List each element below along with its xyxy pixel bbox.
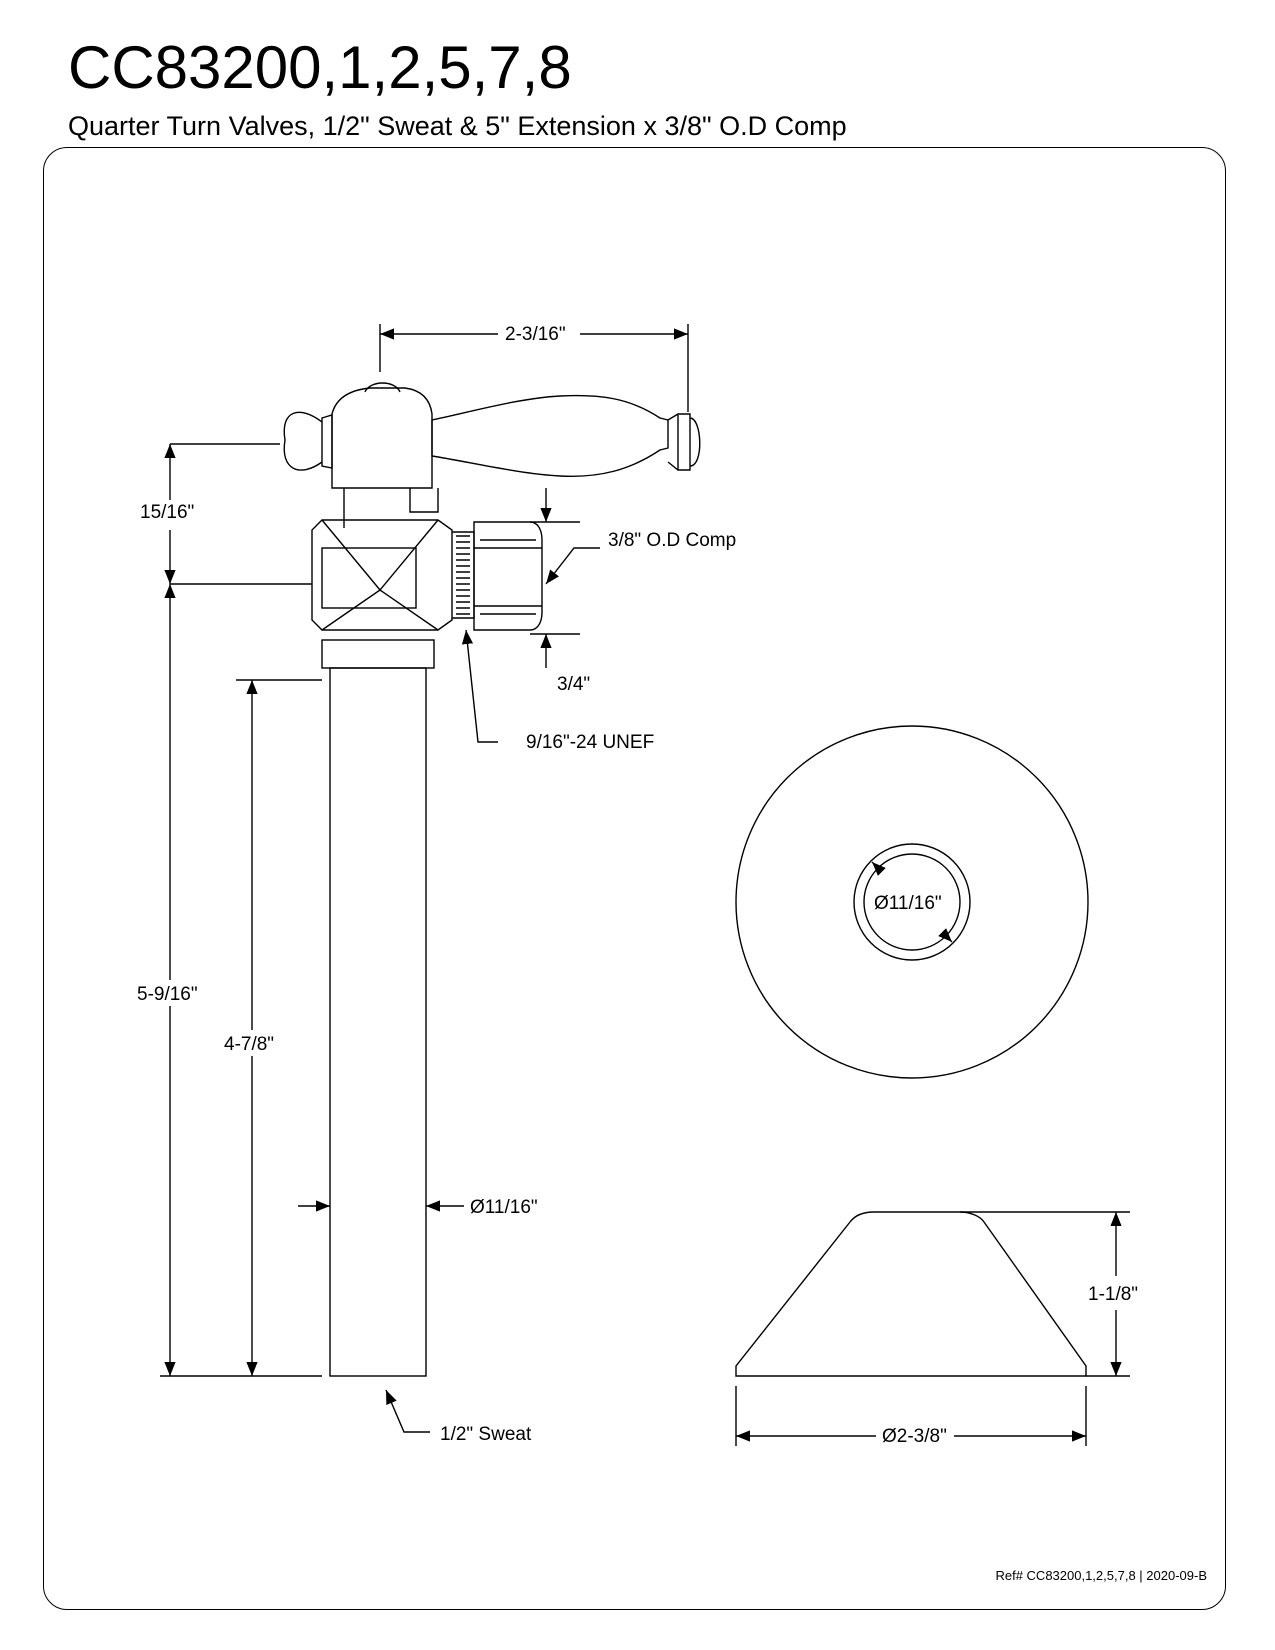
- page-title: CC83200,1,2,5,7,8: [68, 34, 572, 101]
- dim-sweat-label: 1/2" Sweat: [440, 1424, 532, 1445]
- dim-handle-height: 15/16": [140, 502, 194, 523]
- dim-handle-width: 2-3/16": [505, 324, 566, 345]
- dim-flange-outer-diameter: Ø2-3/8": [882, 1426, 947, 1447]
- dim-pipe-diameter: Ø11/16": [470, 1197, 538, 1218]
- page-subtitle: Quarter Turn Valves, 1/2" Sweat & 5" Ext…: [68, 111, 847, 141]
- extension-pipe: [321, 639, 435, 1377]
- dim-extension-length: 4-7/8": [224, 1034, 274, 1055]
- dim-overall-height: 5-9/16": [137, 984, 198, 1005]
- dim-thread-label: 9/16"-24 UNEF: [526, 732, 654, 753]
- dim-comp-offset: 3/4": [557, 674, 590, 695]
- flange-side-view: [735, 1211, 1130, 1446]
- valve-body: [311, 519, 543, 631]
- valve-handle: [283, 382, 701, 489]
- dim-comp-label: 3/8" O.D Comp: [608, 530, 736, 551]
- reference-number: Ref# CC83200,1,2,5,7,8 | 2020-09-B: [995, 1568, 1207, 1583]
- dim-flange-inner-diameter: Ø11/16": [874, 893, 942, 914]
- flange-top-view: [735, 725, 1089, 1079]
- dim-flange-height: 1-1/8": [1088, 1284, 1138, 1305]
- drawing-frame: [43, 147, 1226, 1610]
